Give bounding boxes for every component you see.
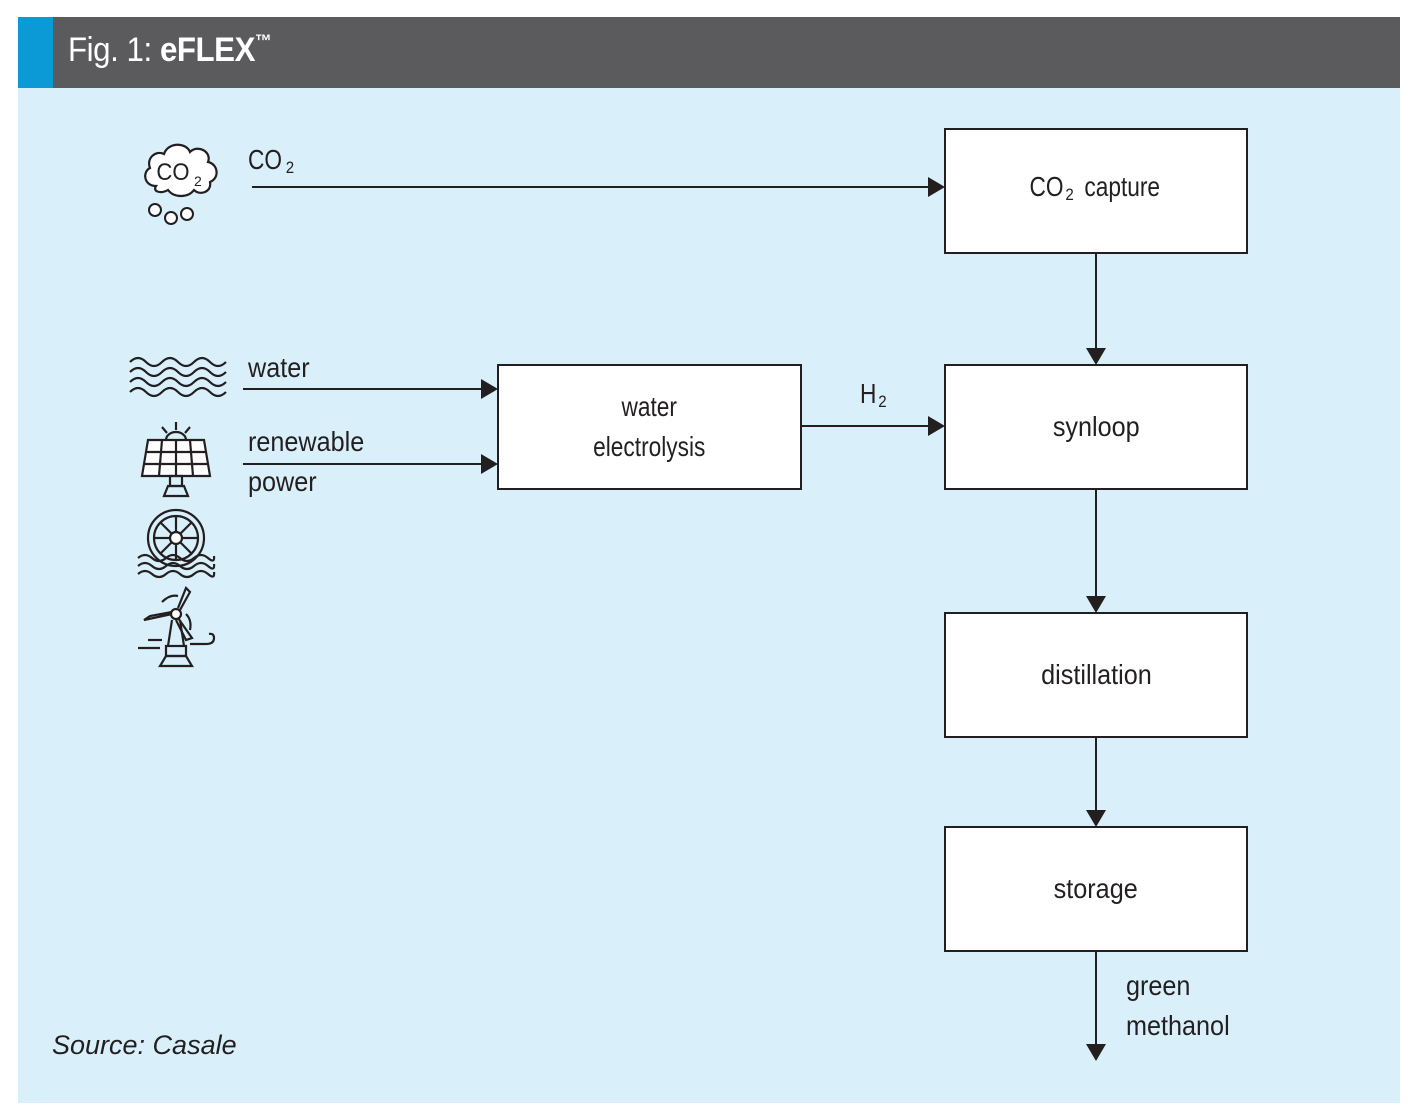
arrowhead-capture-synloop	[1086, 348, 1106, 365]
label-water-input: water	[248, 352, 310, 383]
svg-text:2: 2	[194, 173, 202, 189]
arrowhead-h2	[928, 416, 945, 436]
water-wheel-icon	[137, 508, 216, 579]
node-distillation: distillation	[944, 612, 1248, 738]
svg-text:CO: CO	[156, 158, 189, 185]
header-accent-bar	[18, 17, 53, 88]
figure-header: Fig. 1: eFLEX™	[18, 17, 1400, 88]
figure-source: Source: Casale	[52, 1030, 237, 1060]
label-power: power	[248, 466, 317, 497]
label-renewable: renewable	[248, 426, 365, 457]
arrowhead-power	[481, 454, 498, 474]
water-waves-icon	[129, 356, 227, 398]
arrowhead-water	[481, 379, 498, 399]
trademark-symbol: ™	[254, 31, 272, 51]
arrowhead-output	[1086, 1044, 1106, 1061]
figure-title-product: eFLEX	[159, 31, 256, 69]
label-green: green	[1126, 970, 1191, 1001]
node-storage: storage	[944, 826, 1248, 952]
arrowhead-distillation-storage	[1086, 810, 1106, 827]
solar-panel-icon	[140, 422, 212, 498]
node-synloop: synloop	[944, 364, 1248, 490]
arrowhead-co2	[928, 177, 945, 197]
label-methanol: methanol	[1126, 1010, 1230, 1041]
co2-cloud-icon: CO 2	[144, 143, 218, 225]
arrowhead-synloop-distillation	[1086, 596, 1106, 613]
wind-turbine-icon	[138, 586, 216, 668]
figure-title: Fig. 1: eFLEX™	[68, 31, 272, 69]
